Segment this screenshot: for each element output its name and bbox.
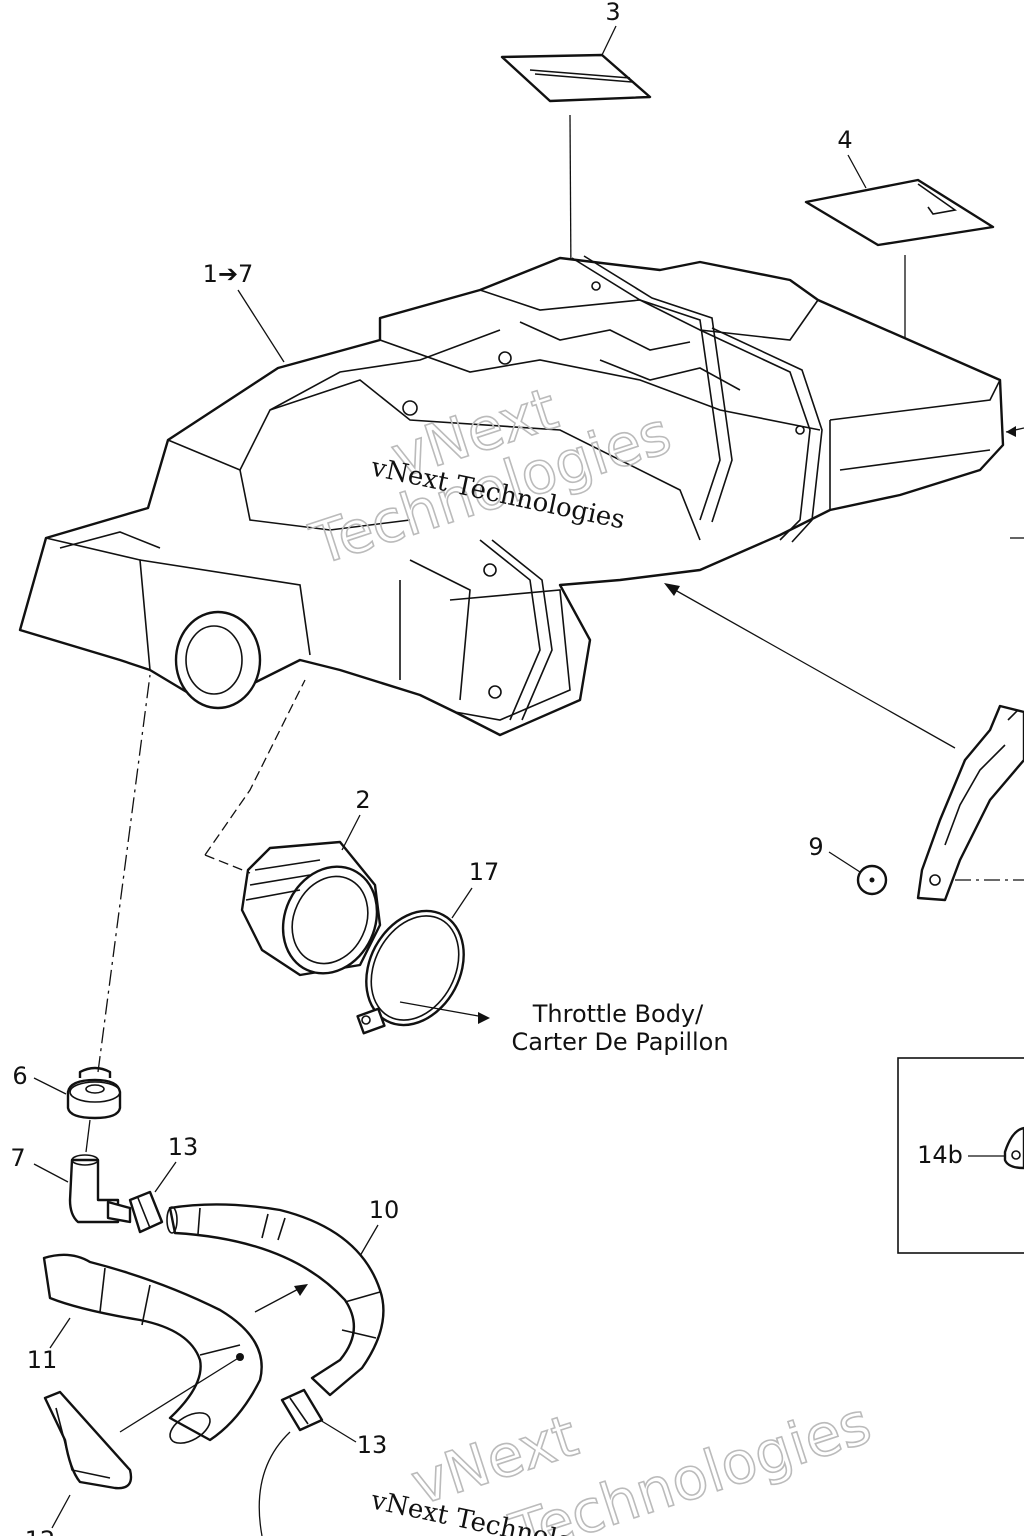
throttle-note-line2: Carter De Papillon <box>511 1028 728 1056</box>
label-14b: 14b <box>917 1141 963 1169</box>
inset-box-14b: 14b <box>897 1057 1024 1254</box>
part-3-decal: 3 <box>500 0 652 452</box>
label-13-lower: 13 <box>357 1431 388 1459</box>
label-10: 10 <box>369 1196 400 1224</box>
assembly-arrow <box>664 583 956 749</box>
part-12-strap: 12 <box>25 1390 133 1536</box>
part-4-decal: 4 <box>804 126 995 392</box>
part-2-adaptor: 2 <box>204 679 382 977</box>
label-11: 11 <box>27 1346 58 1374</box>
label-2: 2 <box>355 786 370 814</box>
part-9-washer: 9 <box>808 833 888 896</box>
support-bracket <box>916 704 1024 902</box>
part-7-elbow-fitting: 7 <box>10 1144 132 1224</box>
part-13-clamp-lower: 13 <box>258 1388 388 1536</box>
label-3: 3 <box>605 0 620 26</box>
label-4: 4 <box>837 126 852 154</box>
part-13-clamp-upper: 13 <box>128 1133 199 1234</box>
label-7: 7 <box>10 1144 25 1172</box>
label-1-to-7: 1➔7 <box>203 260 254 288</box>
part-6-grommet: 6 <box>12 674 151 1153</box>
label-9: 9 <box>808 833 823 861</box>
part-11-hose: 11 <box>27 1253 263 1444</box>
label-12: 12 <box>25 1526 56 1536</box>
throttle-body-note: Throttle Body/ Carter De Papillon <box>511 1000 728 1056</box>
label-6: 6 <box>12 1062 27 1090</box>
watermark-lower: vNext Technologies vNext Technologies <box>368 1388 880 1536</box>
label-13-upper: 13 <box>168 1133 199 1161</box>
part-10-hose: 10 <box>166 1196 400 1397</box>
throttle-note-line1: Throttle Body/ <box>532 1000 704 1028</box>
part-1-air-intake-silencer: 1➔7 <box>18 255 1024 737</box>
label-17: 17 <box>469 858 500 886</box>
part-17-clamp: 17 <box>356 858 500 1035</box>
